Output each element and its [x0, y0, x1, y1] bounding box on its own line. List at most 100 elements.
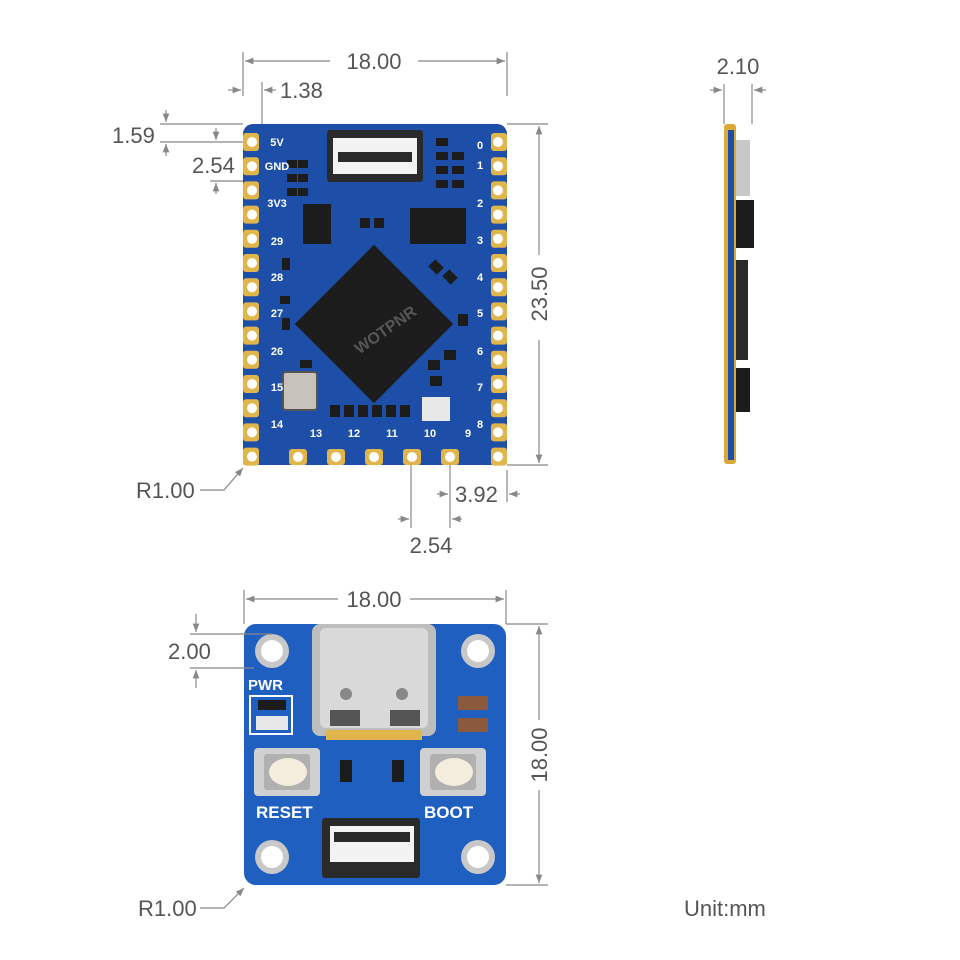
left-pad-hole — [247, 427, 257, 438]
left-pin-label: 27 — [271, 308, 283, 320]
left-pad-hole — [247, 209, 257, 220]
right-pad-hole — [493, 330, 503, 341]
right-pad-hole — [493, 161, 503, 172]
unit-label: Unit:mm — [684, 896, 766, 921]
dim-bottom-radius: R1.00 — [138, 896, 197, 921]
top-view-board: WOTPNR — [243, 124, 507, 466]
left-pad-hole — [247, 354, 257, 365]
left-pad-hole — [247, 451, 257, 462]
capacitor-1 — [458, 696, 488, 710]
left-pad-hole — [247, 258, 257, 268]
left-pin-label: 15 — [271, 382, 283, 394]
boot-button — [420, 748, 486, 796]
pwr-label: PWR — [248, 677, 283, 694]
left-pin-label: 14 — [271, 419, 284, 431]
right-pin-label: 7 — [477, 382, 483, 394]
right-pin-label: 6 — [477, 346, 483, 358]
pwr-resistor — [258, 700, 286, 710]
right-pad-hole — [493, 233, 503, 244]
resistor-1 — [340, 760, 352, 782]
right-pad-hole — [493, 258, 503, 268]
reset-button — [254, 748, 320, 796]
capacitor-2 — [458, 718, 488, 732]
left-pad-hole — [247, 403, 257, 414]
flash-chip — [410, 208, 466, 244]
right-pin-label: 3 — [477, 235, 483, 247]
right-pin-label: 4 — [477, 272, 484, 284]
right-pin-label: 8 — [477, 419, 483, 431]
right-pad-hole — [493, 427, 503, 438]
left-pin-label: GND — [265, 161, 290, 173]
bottom-pad-hole — [407, 452, 417, 462]
bottom-pin-label: 11 — [386, 428, 398, 440]
dim-pin-offset-y: 1.59 — [112, 123, 155, 148]
regulator-chip — [303, 204, 331, 244]
left-pad-hole — [247, 185, 257, 196]
bottom-view-board: PWR RESET BOOT — [244, 624, 506, 885]
bottom-pad-hole — [445, 452, 455, 462]
dim-pin-pitch-left: 2.54 — [192, 153, 235, 178]
rgb-led — [422, 397, 450, 421]
dim-pin-pitch-bottom: 2.54 — [410, 533, 453, 558]
right-pad-hole — [493, 403, 503, 414]
dimension-lines — [160, 52, 766, 909]
left-pin-labels: 5V GND 3V3 29 28 27 26 15 14 — [265, 137, 290, 431]
bottom-pad-hole — [331, 452, 341, 462]
right-pad-hole — [493, 185, 503, 196]
fpc-connector-top — [327, 130, 423, 182]
bottom-pin-label: 10 — [424, 428, 436, 440]
bottom-pad-hole — [293, 452, 303, 462]
mounting-holes — [255, 634, 495, 874]
right-pin-label: 2 — [477, 198, 483, 210]
fpc-connector-bottom — [322, 818, 420, 878]
pwr-led — [256, 716, 288, 730]
dimension-labels: 18.00 1.38 1.59 2.54 23.50 R1.00 3.92 2.… — [112, 49, 766, 921]
dim-top-width: 18.00 — [346, 49, 401, 74]
passive-components — [280, 138, 468, 417]
right-pad-hole — [493, 379, 503, 389]
dim-bottom-height: 18.00 — [527, 727, 552, 782]
left-pad-hole — [247, 161, 257, 172]
left-pin-label: 26 — [271, 346, 283, 358]
right-pad-hole — [493, 209, 503, 220]
left-pad-hole — [247, 282, 257, 293]
bottom-pin-label: 9 — [465, 428, 471, 440]
dim-top-height: 23.50 — [527, 266, 552, 321]
dim-pin-offset-x: 1.38 — [280, 78, 323, 103]
bottom-pin-label: 13 — [310, 428, 322, 440]
right-pin-label: 0 — [477, 140, 483, 152]
left-castellated-pads — [243, 133, 259, 466]
left-pad-hole — [247, 379, 257, 389]
dim-side-thickness: 2.10 — [717, 54, 760, 79]
left-pad-hole — [247, 306, 257, 317]
bottom-pin-label: 12 — [348, 428, 360, 440]
right-pad-hole — [493, 137, 503, 147]
pwr-led-outline — [249, 695, 293, 735]
left-pin-label: 28 — [271, 272, 283, 284]
usb-c-connector — [312, 624, 436, 740]
bottom-pad-hole — [369, 452, 379, 462]
right-pad-hole — [493, 451, 503, 462]
side-view-board — [724, 124, 754, 464]
crystal — [282, 371, 318, 411]
boot-label: BOOT — [424, 803, 474, 822]
right-pad-hole — [493, 282, 503, 293]
left-pin-label: 29 — [271, 236, 283, 248]
left-pad-hole — [247, 330, 257, 341]
left-pin-label: 3V3 — [267, 198, 287, 210]
resistor-2 — [392, 760, 404, 782]
dim-hole-offset: 2.00 — [168, 639, 211, 664]
left-pad-hole — [247, 233, 257, 244]
bottom-pin-labels: 13 12 11 10 9 — [310, 428, 471, 440]
right-castellated-pads — [491, 133, 507, 466]
bottom-castellated-pads — [289, 449, 459, 465]
dim-top-radius: R1.00 — [136, 478, 195, 503]
dim-bottom-width: 18.00 — [346, 587, 401, 612]
left-pin-label: 5V — [270, 137, 284, 149]
right-pin-label: 1 — [477, 160, 483, 172]
reset-label: RESET — [256, 803, 313, 822]
left-pad-hole — [247, 137, 257, 147]
dim-pin-offset-bottom: 3.92 — [455, 482, 498, 507]
